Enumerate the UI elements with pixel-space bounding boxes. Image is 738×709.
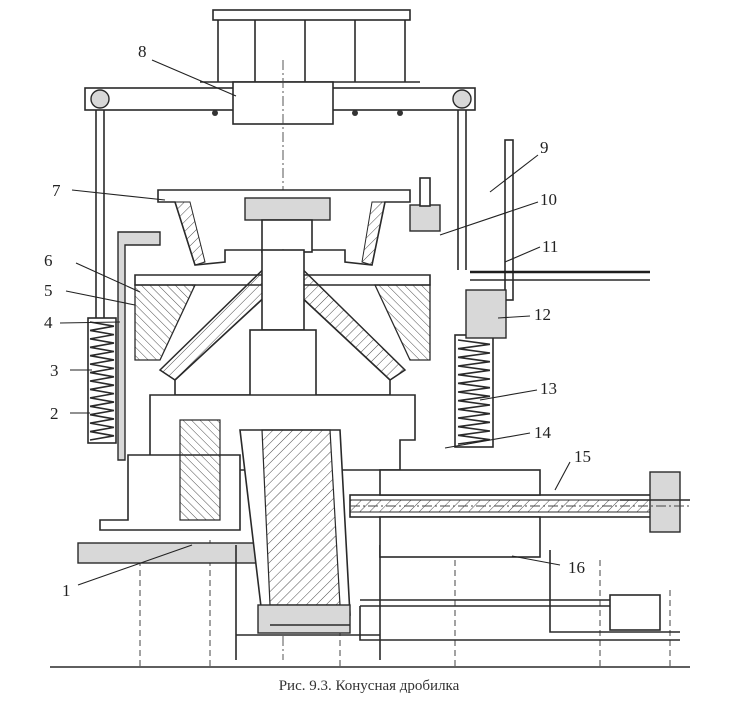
callout-9: 9	[540, 138, 549, 157]
figure-caption: Рис. 9.3. Конусная дробилка	[278, 678, 460, 694]
adjust-rod	[470, 139, 650, 301]
callout-4: 4	[44, 313, 53, 332]
foundation	[50, 540, 690, 668]
callout-15: 15	[574, 447, 591, 466]
leader-lines	[59, 59, 571, 586]
callouts: 8 7 6 5 4 3 2 1 9 10 11 12 13 14 15 16	[44, 42, 591, 600]
callout-8: 8	[138, 42, 147, 61]
spring-left	[87, 317, 117, 444]
callout-16: 16	[568, 558, 585, 577]
tie-rods	[95, 110, 467, 330]
top-cross-beam	[84, 60, 476, 660]
bowl-upper	[157, 177, 441, 266]
callout-6: 6	[44, 251, 53, 270]
spring-right	[454, 289, 507, 448]
callout-2: 2	[50, 404, 59, 423]
callout-7: 7	[52, 181, 61, 200]
drive-shaft	[349, 469, 690, 558]
callout-12: 12	[534, 305, 551, 324]
eccentric-shaft	[239, 429, 351, 634]
callout-5: 5	[44, 281, 53, 300]
callout-14: 14	[534, 423, 552, 442]
callout-3: 3	[50, 361, 59, 380]
feed-hopper	[200, 9, 420, 83]
frame-lower	[99, 394, 416, 531]
callout-1: 1	[62, 581, 71, 600]
callout-10: 10	[540, 190, 557, 209]
callout-11: 11	[542, 237, 558, 256]
callout-13: 13	[540, 379, 557, 398]
oil-pipes	[359, 550, 680, 641]
